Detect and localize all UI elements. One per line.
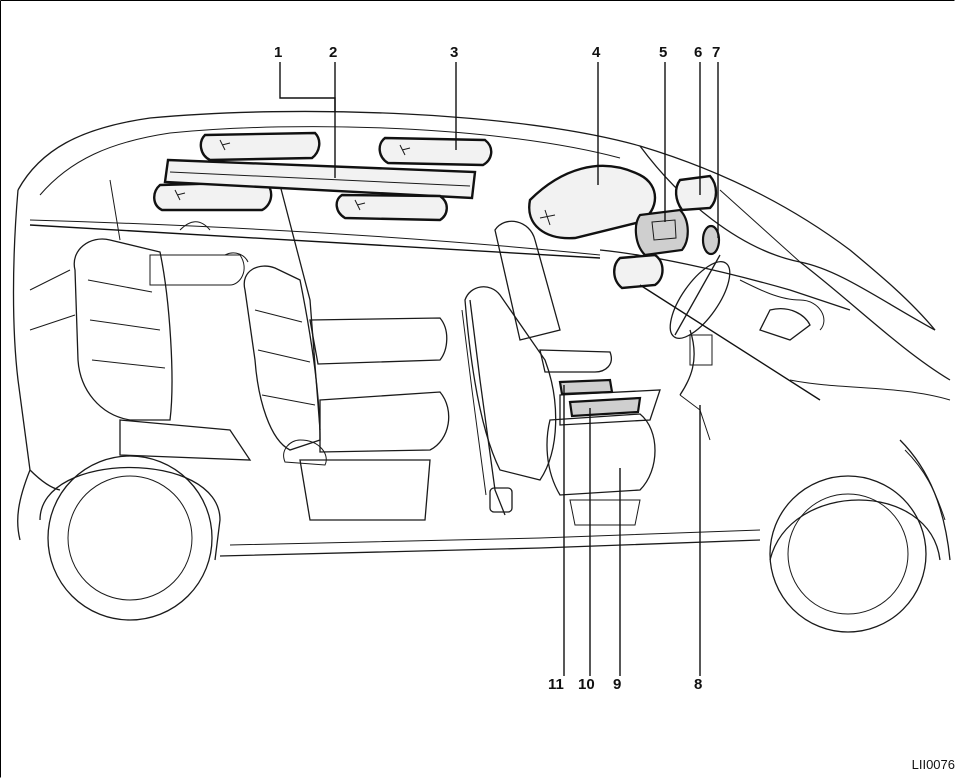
part-1-roof-panel-rear [199,131,321,162]
part-sun-visor [613,253,664,290]
part-armrest [558,378,614,396]
callout-7: 7 [712,44,720,61]
callout-1: 1 [274,44,282,61]
interior-lines [29,219,601,286]
callout-3: 3 [450,44,458,61]
part-4-sunroof-panel [528,164,657,240]
callout-9: 9 [613,676,621,693]
callout-11: 11 [548,676,564,693]
part-6-console-lamp [674,174,718,212]
part-3-roof-panel [378,136,493,167]
part-seat-cushion-module [568,396,642,418]
callout-6: 6 [694,44,702,61]
part-7-rearview-mirror [701,224,721,256]
callout-4: 4 [592,44,601,61]
vehicle-body [12,110,951,561]
dashboard [599,249,851,441]
leader-lines [29,62,821,676]
part-3-roof-panel-lower [335,193,448,222]
second-row-seat [243,265,450,521]
part-2-roof-rail [163,158,477,200]
rear-wheel [39,455,221,621]
figure-code: LII0076 [911,757,955,772]
callout-2: 2 [329,44,337,61]
front-seat [464,220,661,526]
seat-belts [109,179,513,516]
callout-8: 8 [694,676,702,693]
callout-5: 5 [659,44,667,61]
third-row-seat [29,238,252,461]
callout-numbers: 1 2 3 4 5 6 7 8 9 10 11 [274,44,720,693]
front-wheel [769,475,941,633]
part-5-map-lamp [634,208,689,257]
callout-10: 10 [578,676,595,693]
